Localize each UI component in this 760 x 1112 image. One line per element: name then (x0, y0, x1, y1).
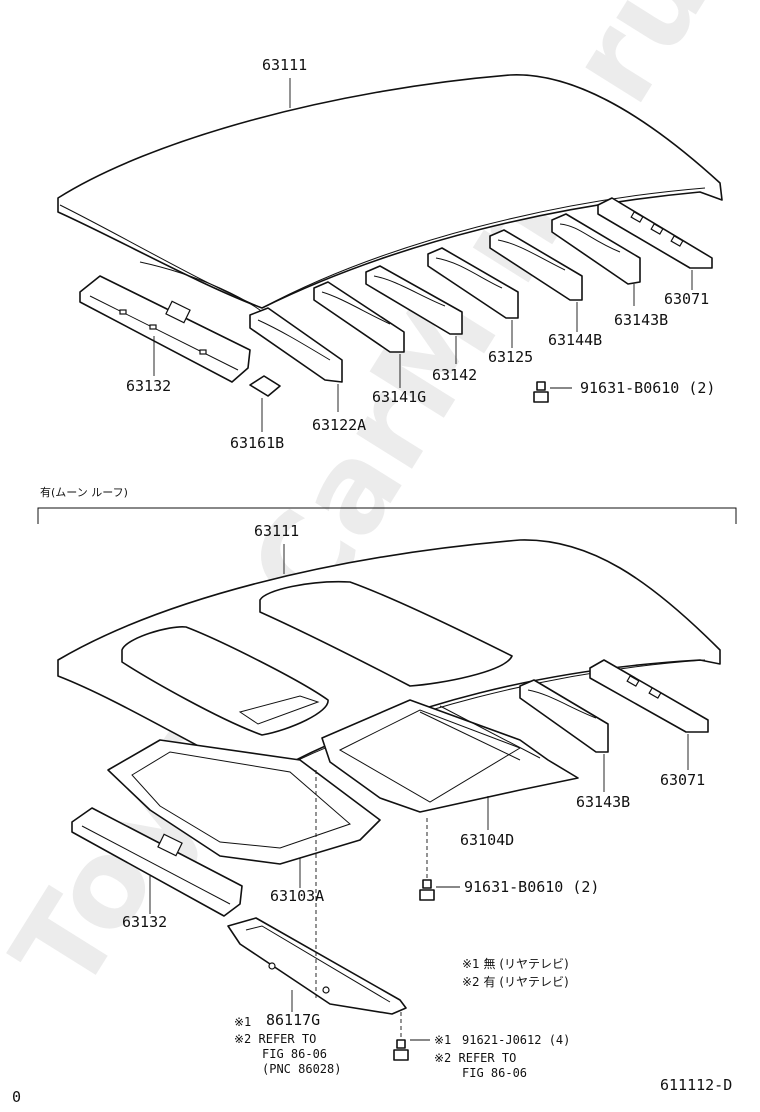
section-header-moonroof: 有(ムーン ルーフ) (40, 486, 128, 499)
bow-63125 (427, 247, 519, 319)
label-63122a: 63122A (312, 416, 367, 434)
label-bolt-top: 91631-B0610 (2) (580, 379, 716, 397)
label-bolt2: 91621-J0612 (4) (462, 1033, 571, 1047)
bracket-86117g (227, 917, 407, 1015)
roof-opening-rear (259, 580, 513, 687)
label-63141g: 63141G (372, 388, 427, 406)
label-63071-top: 63071 (664, 290, 710, 308)
label-63071-bottom: 63071 (660, 771, 706, 789)
rail-63071-top (597, 197, 713, 269)
label-63142: 63142 (432, 366, 478, 384)
label-63104d: 63104D (460, 831, 515, 849)
bolt-top-icon (533, 381, 549, 403)
refer-fig-1: FIG 86-06 (262, 1047, 328, 1061)
refer-to-1: ※2 REFER TO (234, 1032, 317, 1046)
refer-pnc: (PNC 86028) (262, 1062, 342, 1076)
label-63143b-bottom: 63143B (576, 793, 631, 811)
mark-1-bolt2: ※1 (434, 1033, 452, 1047)
roof-panel-top (57, 74, 723, 309)
label-63132-top: 63132 (126, 377, 172, 395)
bow-63141g (313, 281, 405, 353)
label-63132-bottom: 63132 (122, 913, 168, 931)
bow-63143b (551, 213, 641, 285)
note-1: ※1 無 (リヤテレビ) (462, 957, 569, 971)
label-63125: 63125 (488, 348, 534, 366)
label-63103a: 63103A (270, 887, 325, 905)
bow-63144b (489, 229, 583, 301)
header-63122a (249, 307, 343, 383)
label-bolt-bottom: 91631-B0610 (2) (464, 878, 600, 896)
roof-opening-front (121, 626, 329, 736)
housing-63104d (321, 699, 579, 813)
footer-left-mark: 0 (12, 1088, 22, 1106)
panel-63132-bottom (71, 807, 243, 917)
part-63161b (249, 375, 281, 397)
bolt-bottom2-icon (393, 1039, 409, 1061)
refer-fig-2: FIG 86-06 (462, 1066, 528, 1080)
section-bracket (37, 507, 737, 524)
label-63144b: 63144B (548, 331, 603, 349)
bow-63143b-bottom (519, 679, 609, 753)
bow-63142 (365, 265, 463, 335)
label-63111-bottom: 63111 (254, 522, 300, 540)
panel-63132-top (79, 275, 251, 383)
label-63143b-top: 63143B (614, 311, 669, 329)
bolt-bottom-icon (419, 879, 435, 901)
label-63111-top: 63111 (262, 56, 308, 74)
rail-63071-bottom (589, 659, 709, 733)
roof-panel-top-rear-edge (261, 187, 706, 309)
refer-to-2: ※2 REFER TO (434, 1051, 517, 1065)
label-63161b: 63161B (230, 434, 285, 452)
note-2: ※2 有 (リヤテレビ) (462, 975, 569, 989)
diagram-code: 611112-D (660, 1076, 733, 1094)
label-86117g: 86117G (266, 1011, 321, 1029)
mark-1-86117g: ※1 (234, 1015, 252, 1029)
frame-63103a (107, 739, 381, 865)
